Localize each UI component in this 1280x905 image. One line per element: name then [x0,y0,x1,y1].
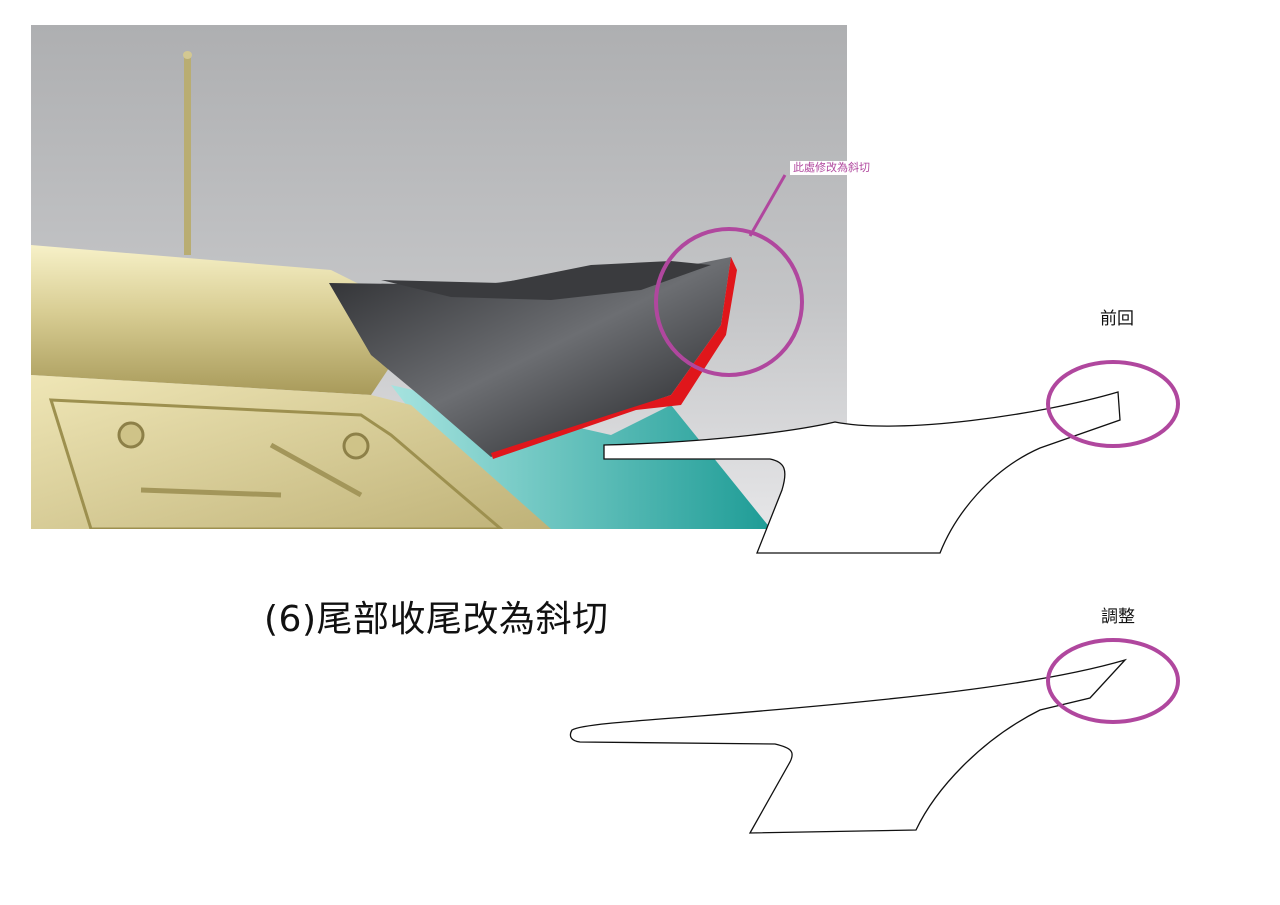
profile-after-circle [1046,638,1180,724]
profile-before-label: 前回 [1100,309,1134,329]
callout-label: 此處修改為斜切 [790,161,873,175]
profile-after-outline [569,658,1128,834]
callout-circle [654,227,804,377]
profile-before-circle [1046,360,1180,448]
profile-after-label: 調整 [1101,607,1135,627]
page-caption: (6)尾部收尾改為斜切 [264,599,609,640]
spoiler-render-image [31,25,847,529]
callout-leader-line [748,174,787,237]
profile-before-outline [603,391,1121,554]
